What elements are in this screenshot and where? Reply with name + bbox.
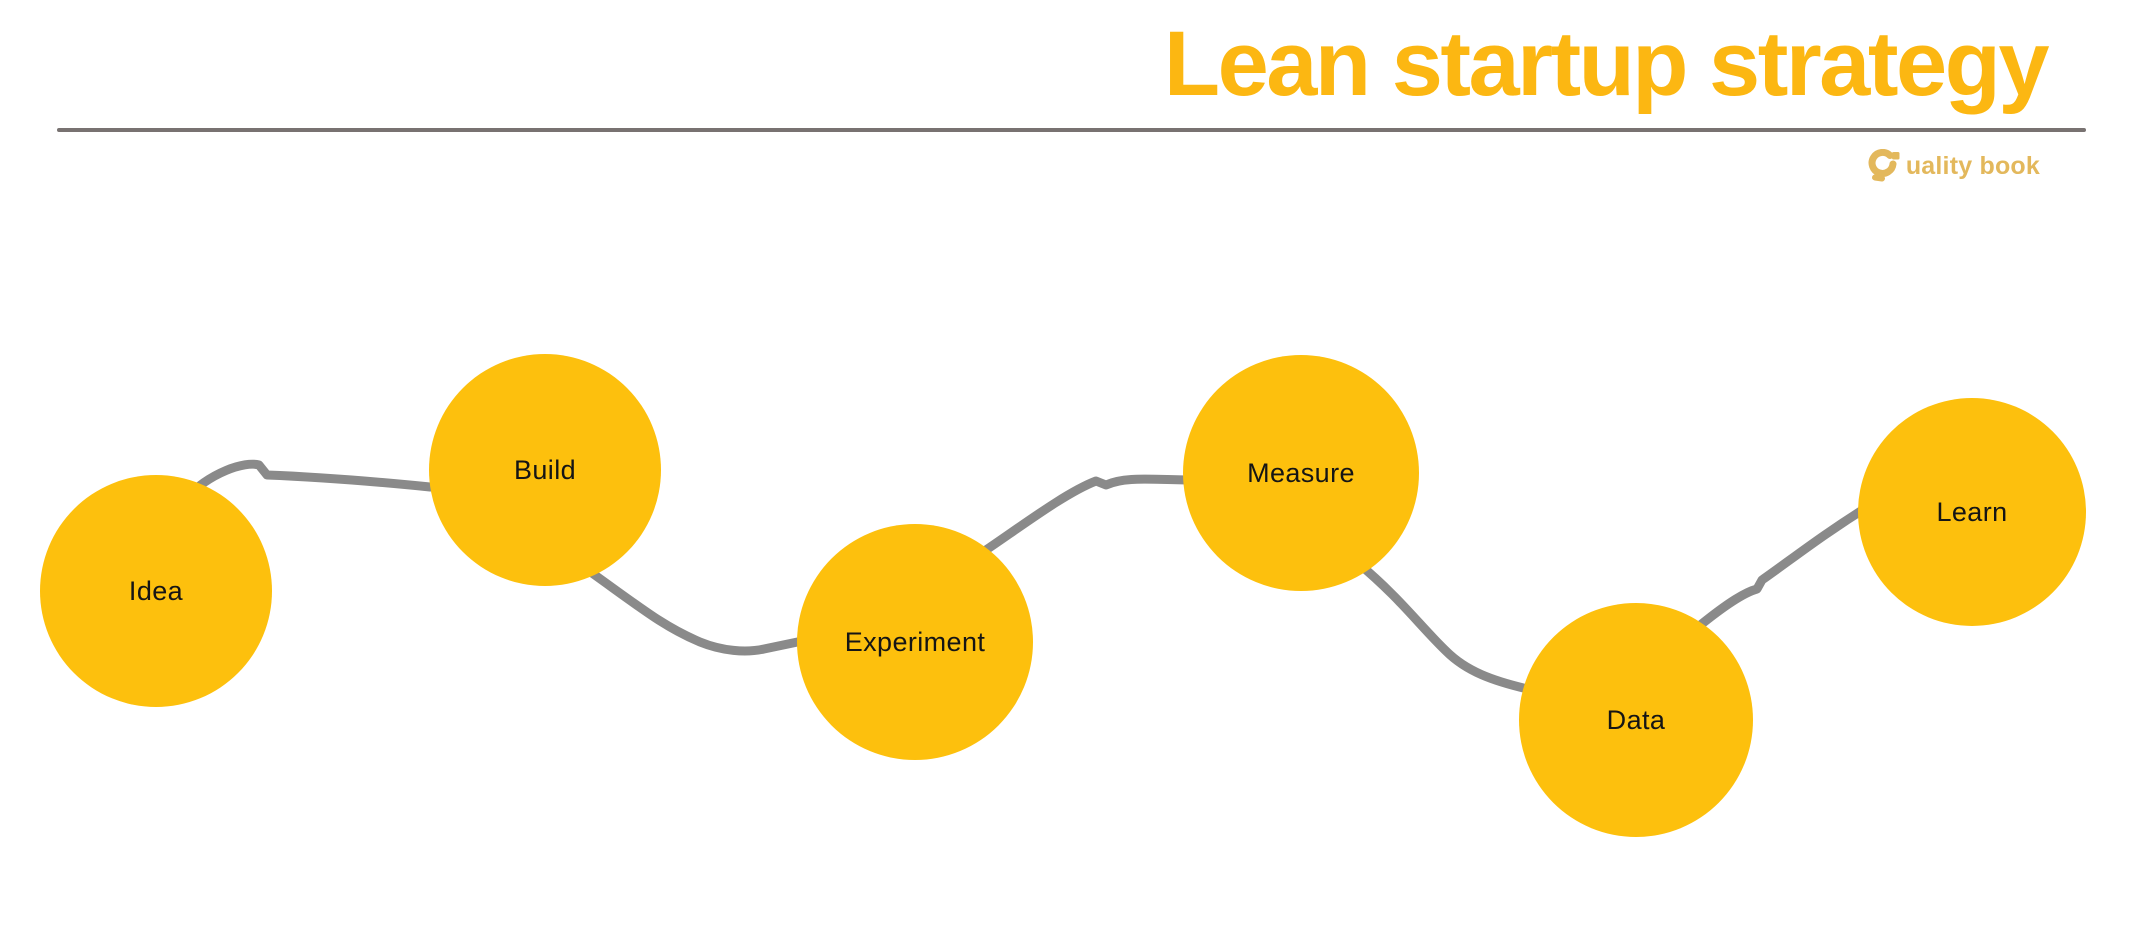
- node-learn: Learn: [1858, 398, 2086, 626]
- node-idea: Idea: [40, 475, 272, 707]
- node-experiment: Experiment: [797, 524, 1033, 760]
- quality-book-q-icon: [1868, 149, 1900, 182]
- node-data: Data: [1519, 603, 1753, 837]
- node-label: Data: [1606, 704, 1666, 735]
- node-measure: Measure: [1183, 355, 1419, 591]
- connector-measure-data: [1353, 558, 1537, 695]
- connector-strokes: [179, 459, 1877, 695]
- node-label: Build: [513, 454, 577, 485]
- node-label: Learn: [1936, 496, 2008, 527]
- brand-logo: uality book: [1867, 149, 2040, 183]
- connector-experiment-measure: [963, 474, 1207, 567]
- connector-data-learn: [1693, 499, 1877, 632]
- divider-line: [57, 128, 2086, 132]
- brand-logo-text: uality book: [1905, 151, 2040, 180]
- connector-idea-build: [179, 459, 463, 505]
- connector-build-experiment: [573, 558, 817, 656]
- node-label: Idea: [128, 575, 184, 606]
- page-title: Lean startup strategy: [1163, 13, 2050, 115]
- node-label: Measure: [1247, 457, 1355, 488]
- node-build: Build: [429, 354, 661, 586]
- node-label: Experiment: [844, 626, 986, 657]
